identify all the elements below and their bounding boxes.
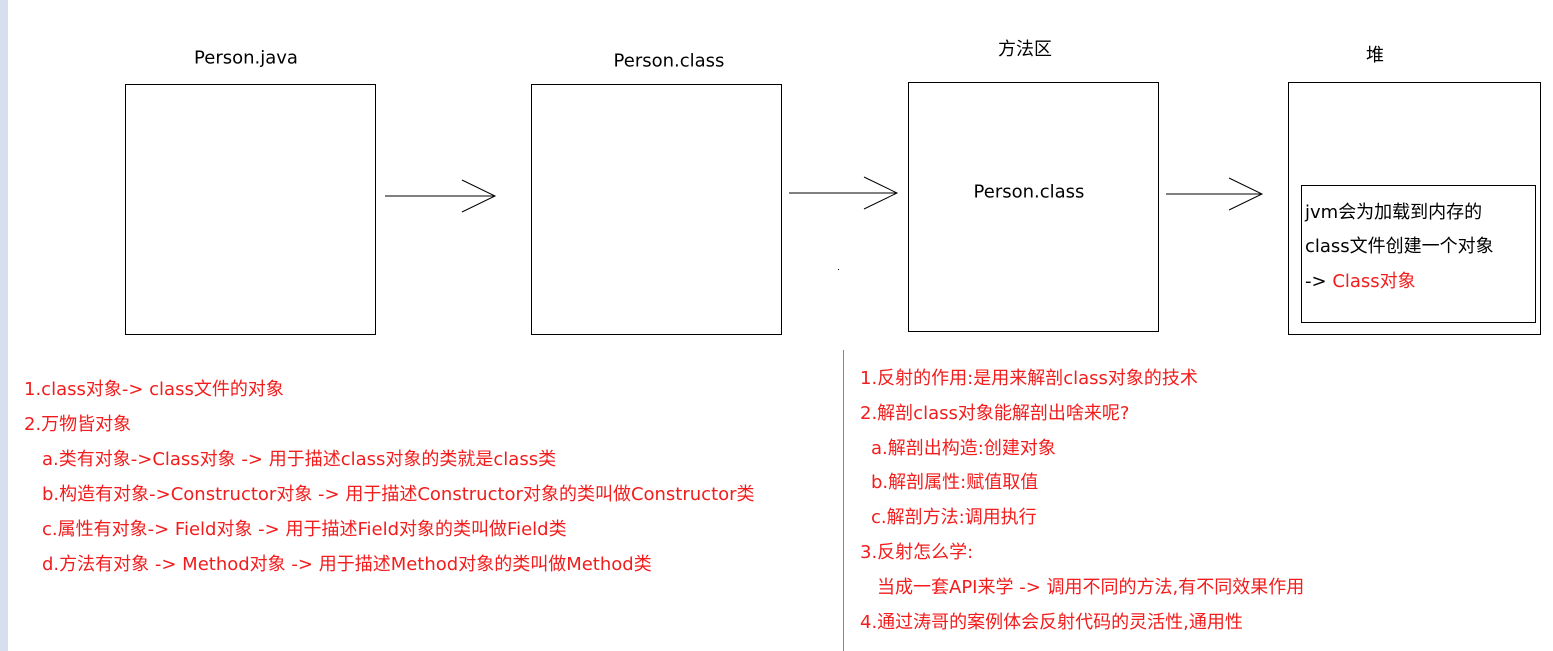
divider	[843, 350, 844, 651]
source-file-title: Person.java	[194, 47, 298, 69]
heap-box	[1288, 82, 1541, 335]
note-line: c.解剖方法:调用执行	[871, 507, 1037, 528]
heap-note-line3: -> Class对象	[1305, 267, 1416, 293]
arrow-icon	[1166, 177, 1264, 211]
heap-note-line2: class文件创建一个对象	[1305, 236, 1494, 257]
heap-note-highlight: Class对象	[1332, 271, 1416, 292]
arrow-icon	[789, 176, 899, 210]
class-object-box	[1301, 185, 1536, 323]
note-line: 2.解剖class对象能解剖出啥来呢?	[860, 403, 1130, 424]
arrow-icon	[385, 179, 497, 213]
note-line: 4.通过涛哥的案例体会反射代码的灵活性,通用性	[860, 612, 1243, 633]
heap-note-line1: jvm会为加载到内存的	[1305, 202, 1483, 223]
source-file-box	[125, 84, 376, 335]
note-line: b.构造有对象->Constructor对象 -> 用于描述Constructo…	[42, 484, 755, 505]
note-line: 当成一套API来学 -> 调用不同的方法,有不同效果作用	[877, 577, 1305, 598]
note-line: d.方法有对象 -> Method对象 -> 用于描述Method对象的类叫做M…	[42, 554, 652, 575]
note-line: 1.class对象-> class文件的对象	[24, 379, 284, 400]
class-file-title: Person.class	[613, 50, 725, 72]
note-line: c.属性有对象-> Field对象 -> 用于描述Field对象的类叫做Fiel…	[42, 519, 567, 540]
note-line: b.解剖属性:赋值取值	[871, 472, 1039, 493]
note-line: 2.万物皆对象	[24, 414, 132, 435]
note-line: 1.反射的作用:是用来解剖class对象的技术	[860, 368, 1198, 389]
method-area-content: Person.class	[973, 181, 1085, 203]
heap-title: 堆	[1366, 45, 1384, 66]
method-area-box	[908, 82, 1159, 332]
heap-note-arrow: ->	[1305, 271, 1327, 292]
left-edge-strip	[0, 0, 8, 651]
note-line: a.类有对象->Class对象 -> 用于描述class对象的类就是class类	[42, 449, 557, 470]
note-line: 3.反射怎么学:	[860, 542, 974, 563]
method-area-title: 方法区	[998, 39, 1052, 60]
class-file-box	[531, 84, 782, 335]
stray-dot	[838, 269, 839, 270]
note-line: a.解剖出构造:创建对象	[871, 438, 1056, 459]
